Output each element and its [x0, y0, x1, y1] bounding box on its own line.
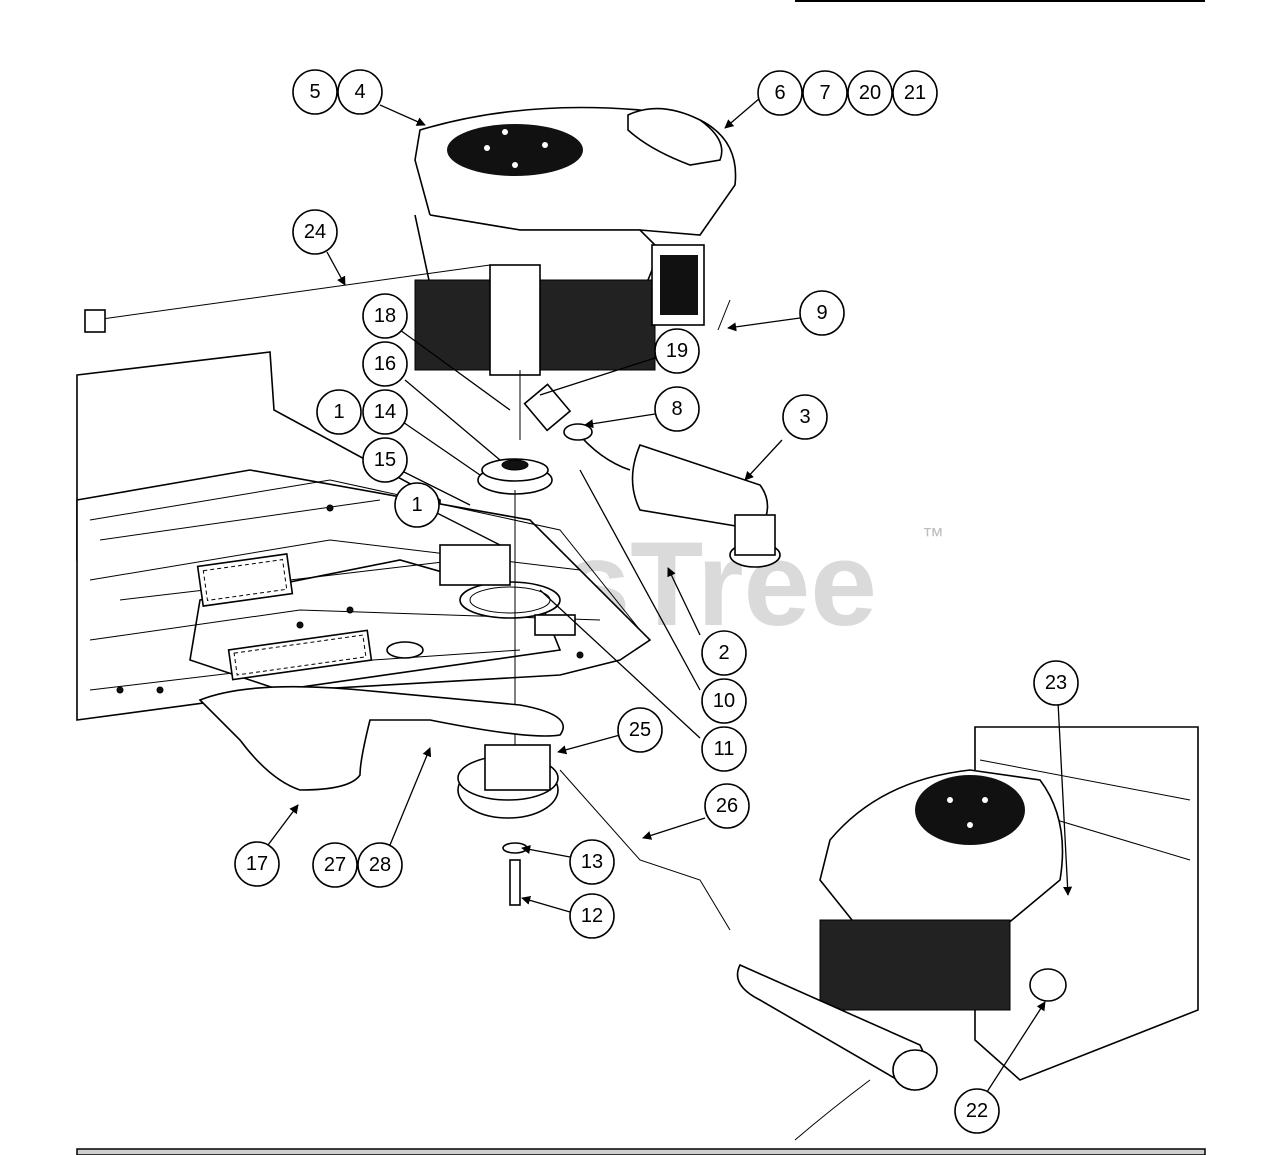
callout-5: 5 — [292, 69, 338, 115]
watermark-trademark: ™ — [922, 523, 944, 548]
leader-lines — [267, 97, 1073, 1096]
drive-belt — [198, 685, 564, 791]
svg-text:3: 3 — [799, 406, 810, 428]
callout-17: 17 — [234, 841, 280, 887]
callout-10: 10 — [701, 678, 747, 724]
callout-3: 3 — [782, 394, 828, 440]
svg-text:23: 23 — [1045, 672, 1067, 694]
callout-1-upper: 1 — [316, 389, 362, 435]
svg-text:10: 10 — [713, 690, 735, 712]
callout-8: 8 — [654, 386, 700, 432]
pulley-stack — [457, 458, 559, 906]
svg-text:13: 13 — [581, 851, 603, 873]
callout-16: 16 — [362, 341, 408, 387]
svg-text:28: 28 — [369, 854, 391, 876]
callout-12: 12 — [569, 893, 615, 939]
callout-2: 2 — [701, 630, 747, 676]
callout-7: 7 — [802, 70, 848, 116]
callout-18: 18 — [362, 293, 408, 339]
svg-text:9: 9 — [816, 302, 827, 324]
callout-4: 4 — [337, 69, 383, 115]
svg-text:17: 17 — [246, 853, 268, 875]
svg-text:14: 14 — [374, 401, 396, 423]
svg-text:24: 24 — [304, 221, 326, 243]
svg-text:19: 19 — [666, 340, 688, 362]
choke-cable — [94, 264, 491, 321]
svg-text:4: 4 — [354, 81, 365, 103]
muffler-assembly — [563, 423, 781, 568]
svg-text:1: 1 — [411, 494, 422, 516]
svg-text:11: 11 — [714, 738, 735, 760]
chassis-frame — [76, 351, 652, 721]
callout-14: 14 — [362, 389, 408, 435]
callout-6: 6 — [757, 70, 803, 116]
callout-13: 13 — [569, 839, 615, 885]
svg-text:15: 15 — [374, 449, 396, 471]
svg-text:5: 5 — [309, 81, 320, 103]
callout-27: 27 — [312, 842, 358, 888]
spark-plug — [717, 299, 731, 331]
svg-text:16: 16 — [374, 353, 396, 375]
svg-text:22: 22 — [966, 1100, 988, 1122]
callout-15: 15 — [362, 437, 408, 483]
svg-text:8: 8 — [671, 398, 682, 420]
callout-25: 25 — [617, 707, 663, 753]
inset-view — [736, 726, 1199, 1141]
svg-text:18: 18 — [374, 305, 396, 327]
callout-28: 28 — [357, 842, 403, 888]
callout-26: 26 — [704, 783, 750, 829]
callout-11: 11 — [701, 726, 747, 772]
engine-assembly — [414, 106, 737, 440]
callout-23: 23 — [1033, 660, 1079, 706]
svg-text:2: 2 — [718, 642, 729, 664]
callout-19: 19 — [654, 328, 700, 374]
svg-text:7: 7 — [819, 82, 830, 104]
svg-text:6: 6 — [774, 82, 785, 104]
callout-1-lower: 1 — [394, 482, 440, 528]
svg-text:26: 26 — [716, 795, 738, 817]
svg-text:27: 27 — [324, 854, 346, 876]
callout-24: 24 — [292, 209, 338, 255]
callout-22: 22 — [954, 1088, 1000, 1134]
bottom-bar — [76, 1148, 1206, 1155]
pto-wire — [559, 769, 731, 931]
svg-text:20: 20 — [859, 82, 881, 104]
svg-text:1: 1 — [333, 401, 344, 423]
svg-text:21: 21 — [904, 82, 926, 104]
callout-21: 21 — [892, 70, 938, 116]
svg-text:25: 25 — [629, 719, 651, 741]
callout-9: 9 — [799, 290, 845, 336]
svg-text:12: 12 — [581, 905, 603, 927]
callout-20: 20 — [847, 70, 893, 116]
